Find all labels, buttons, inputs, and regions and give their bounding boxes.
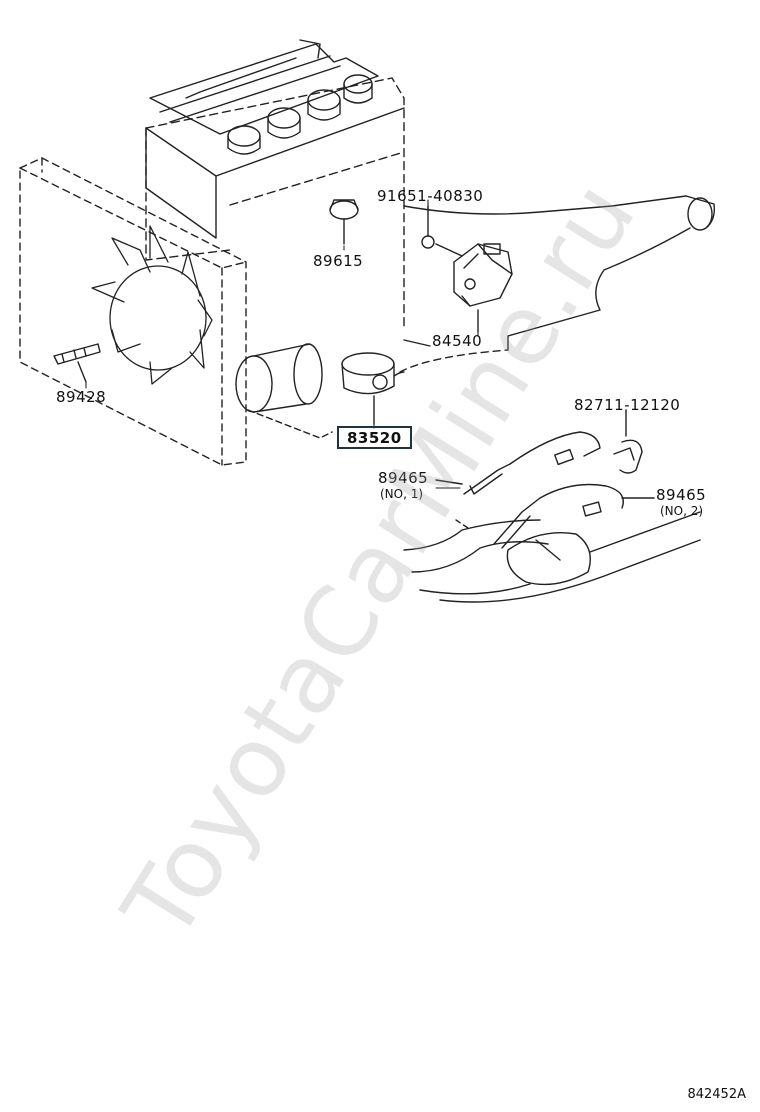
radiator: [19, 157, 247, 466]
part-note-no2: (NO, 2): [660, 504, 704, 518]
cylinder-part: [235, 343, 333, 439]
exhaust-pipes: [403, 511, 701, 603]
part-label-84540[interactable]: 84540: [432, 332, 483, 350]
valve-cover: [145, 39, 405, 239]
figure-code: 842452A: [687, 1087, 746, 1102]
oxygen-sensor-1: [435, 431, 601, 495]
leader-lines: [85, 199, 627, 489]
part-label-83520-highlighted[interactable]: 83520: [337, 426, 412, 449]
part-label-89465-no2[interactable]: 89465: [656, 486, 707, 504]
part-label-89615[interactable]: 89615: [313, 252, 364, 270]
part-label-89428[interactable]: 89428: [56, 388, 107, 406]
oxygen-sensor-2: [493, 483, 655, 549]
fan: [91, 225, 213, 385]
sensor-89428: [53, 343, 101, 383]
part-label-89465-no1[interactable]: 89465: [378, 469, 429, 487]
bolt-91651: [421, 205, 463, 257]
part-label-91651-40830[interactable]: 91651-40830: [377, 187, 484, 205]
sensor-84540: [453, 243, 513, 333]
transmission: [399, 195, 716, 373]
switch-83520: [341, 352, 405, 425]
clamp-82711: [613, 409, 643, 474]
plug-wells: [227, 74, 373, 155]
sensor-89615: [329, 199, 359, 245]
part-label-82711-12120[interactable]: 82711-12120: [574, 396, 681, 414]
part-note-no1: (NO, 1): [380, 487, 424, 501]
